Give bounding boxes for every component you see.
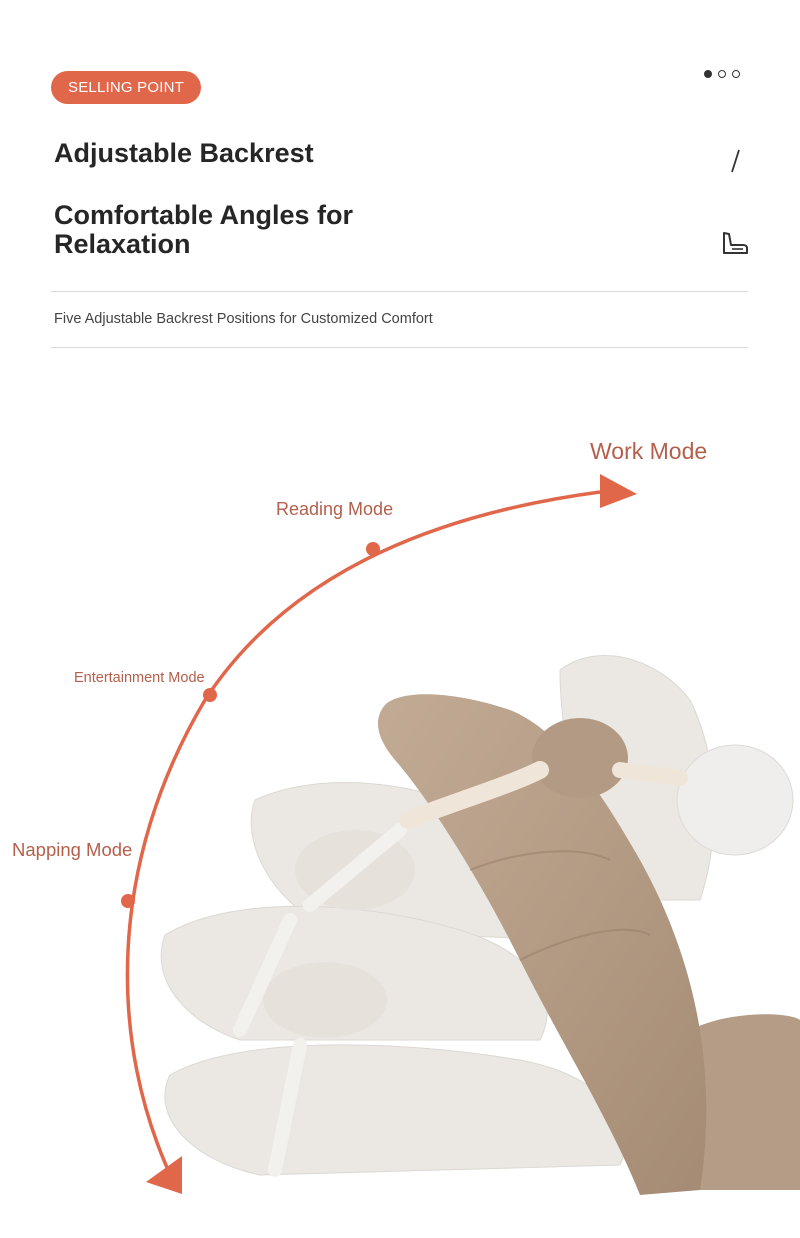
reclining-seat-icon <box>723 232 748 254</box>
page-subtitle: Comfortable Angles for Relaxation <box>54 200 354 259</box>
feature-description: Five Adjustable Backrest Positions for C… <box>54 311 433 327</box>
main-backrest <box>377 694 707 1195</box>
divider-top <box>51 291 748 292</box>
ghost-neck-pillow-1 <box>676 744 794 856</box>
slash-icon <box>731 149 740 173</box>
reading-mode-dot <box>366 542 380 556</box>
backrest-angle-illustration <box>121 474 800 1195</box>
ghost-straps <box>233 823 407 1177</box>
napping-mode-dot <box>121 894 135 908</box>
selling-point-badge: SELLING POINT <box>51 71 201 104</box>
work-mode-label: Work Mode <box>590 438 708 464</box>
main-pillow-strap <box>399 761 549 829</box>
ghost-neck-pillow-3 <box>263 962 387 1038</box>
arc-arrow-bottom <box>146 1156 182 1194</box>
pagination-dot-1[interactable] <box>704 70 712 78</box>
entertainment-mode-label: Entertainment Mode <box>74 670 205 686</box>
pagination-dot-3[interactable] <box>732 70 740 78</box>
pagination-dots[interactable] <box>704 70 740 78</box>
page-title: Adjustable Backrest <box>54 138 314 168</box>
divider-bottom <box>51 347 748 348</box>
pagination-dot-2[interactable] <box>718 70 726 78</box>
entertainment-mode-dot <box>203 688 217 702</box>
napping-mode-label: Napping Mode <box>12 839 133 860</box>
reading-mode-label: Reading Mode <box>276 499 394 519</box>
angle-arc <box>125 490 601 1186</box>
arc-arrow-top <box>600 474 637 508</box>
main-neck-pillow <box>532 718 628 798</box>
